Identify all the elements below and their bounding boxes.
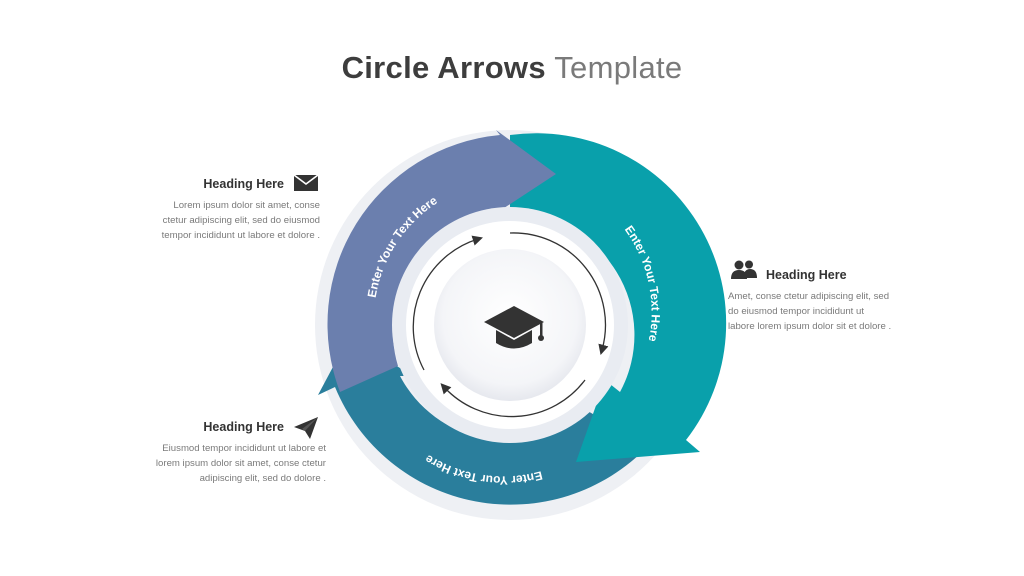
- cycle-arrow-left: [412, 235, 483, 371]
- cycle-arrow-bottom: [440, 379, 586, 418]
- block-right-line: do eiusmod tempor incididunt ut: [728, 306, 864, 317]
- users-icon: [731, 260, 757, 279]
- block-bottom-left-line: adipiscing elit, sed do dolore .: [199, 473, 326, 484]
- block-right-text: Amet, conse ctetur adipiscing elit, sed …: [728, 289, 958, 334]
- block-bottom-left-line: lorem ipsum dolor sit amet, conse ctetur: [155, 458, 326, 469]
- block-top-left-line: Lorem ipsum dolor sit amet, conse: [173, 200, 320, 211]
- block-right-line: Amet, conse ctetur adipiscing elit, sed: [728, 291, 890, 302]
- block-bottom-left-text: Eiusmod tempor incididunt ut labore et l…: [100, 441, 326, 486]
- arrow-bottom: [318, 335, 648, 505]
- block-top-left-text: Lorem ipsum dolor sit amet, conse ctetur…: [100, 198, 320, 243]
- block-bottom-left-line: Eiusmod tempor incididunt ut labore et: [162, 443, 326, 454]
- arrow-right: [510, 133, 727, 462]
- block-bottom-left-heading: Heading Here: [203, 420, 284, 434]
- page-title: Circle Arrows Template: [0, 50, 1024, 86]
- block-top-left-heading: Heading Here: [203, 177, 284, 191]
- envelope-icon: [294, 175, 318, 191]
- cycle-arrow-right: [509, 232, 609, 356]
- block-top-left-line: ctetur adipiscing elit, sed do eiusmod: [162, 215, 320, 226]
- graduation-cap-icon: [484, 306, 544, 349]
- block-right-heading: Heading Here: [766, 268, 847, 282]
- title-bold: Circle Arrows: [341, 50, 546, 85]
- block-right-line: labore lorem ipsum dolor sit et dolore .: [728, 321, 892, 332]
- arrow-top: [327, 130, 556, 392]
- block-top-left-line: tempor incididunt ut labore et dolore .: [161, 230, 320, 241]
- paper-plane-icon: [294, 417, 318, 439]
- title-light: Template: [554, 50, 683, 85]
